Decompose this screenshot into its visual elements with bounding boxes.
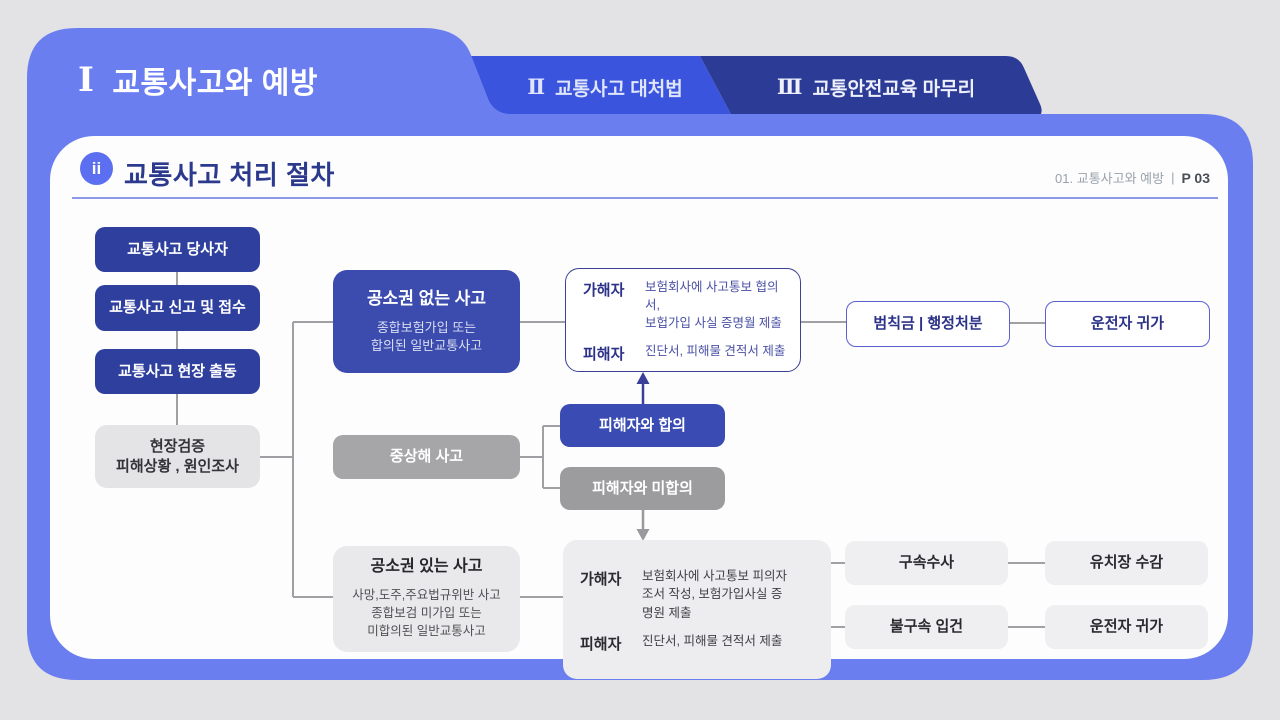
flow-step-parties: 교통사고 당사자 — [95, 227, 260, 272]
tab3-label-text: 교통안전교육 마무리 — [812, 78, 976, 100]
tab2-shape — [452, 56, 733, 118]
tab3-numeral: Ⅲ — [776, 75, 803, 99]
page-meta: 01. 교통사고와 예방 | P 03 — [1055, 168, 1210, 187]
offender-text: 보험회사에 사고통보 협의서, 보헙가입 사실 증명월 제출 — [645, 279, 782, 331]
page-number: P 03 — [1181, 169, 1210, 186]
page-title: 교통사고 처리 절차 — [124, 160, 335, 190]
flow-custody-investigation: 구속수사 — [845, 541, 1008, 585]
flow-driver-home-top: 운전자 귀가 — [1045, 301, 1210, 347]
offender-text: 보험회사에 사고통보 피의자 조서 작성, 보험가입사실 증 명원 제출 — [642, 569, 787, 620]
inspection-line1: 현장검증 — [149, 438, 206, 455]
flow-prosecution-accident: 공소권 있는 사고 사망,도주,주요법규위반 사고 종합보검 미가입 또는 미합… — [333, 546, 520, 652]
victim-row: 피해자 진단서, 피해물 견적서 제출 — [583, 342, 786, 364]
inspection-line2: 피해상황 , 원인조사 — [116, 457, 239, 475]
section-badge: ii — [80, 152, 113, 185]
title-divider-line — [72, 197, 1218, 199]
no-prosecution-desc: 종합보험가입 또는 합의된 일반교통사고 — [370, 319, 483, 354]
flow-step-dispatch: 교통사고 현장 출동 — [95, 349, 260, 394]
no-prosecution-title: 공소권 없는 사고 — [367, 288, 486, 308]
offender-row: 가해자 보험회사에 사고통보 피의자 조서 작성, 보험가입사실 증 명원 제출 — [580, 567, 817, 621]
victim-text: 진단서, 피해물 견적서 제출 — [645, 344, 786, 359]
flow-victim-agreement: 피해자와 합의 — [560, 404, 725, 447]
victim-text: 진단서, 피해물 견적서 제출 — [642, 633, 783, 648]
meta-section: 01. 교통사고와 예방 — [1055, 171, 1165, 186]
flow-step-report: 교통사고 신고 및 접수 — [95, 285, 260, 331]
tab1-label-text: 교통사고와 예방 — [112, 67, 318, 100]
flow-fine-admin: 범칙금 | 행정처분 — [846, 301, 1010, 347]
flow-jail: 유치장 수감 — [1045, 541, 1208, 585]
meta-divider: | — [1171, 170, 1175, 185]
flow-driver-home-bottom: 운전자 귀가 — [1045, 605, 1208, 649]
victim-label: 피해자 — [580, 635, 622, 653]
tab1-numeral: Ⅰ — [78, 62, 95, 99]
tab-accidents-prevention[interactable]: Ⅰ 교통사고와 예방 — [78, 56, 418, 104]
flow-no-prosecution-accident: 공소권 없는 사고 종합보험가입 또는 합의된 일반교통사고 — [333, 270, 520, 373]
victim-label: 피해자 — [583, 346, 625, 364]
prosecution-desc: 사망,도주,주요법규위반 사고 종합보검 미가입 또는 미합의된 일반교통사고 — [352, 588, 501, 639]
flow-no-custody: 불구속 입건 — [845, 605, 1008, 649]
flow-serious-injury: 중상해 사고 — [333, 435, 520, 479]
offender-label: 가해자 — [583, 281, 625, 299]
victim-row: 피해자 진단서, 피해물 견적서 제출 — [580, 632, 817, 654]
tab-education-wrapup[interactable]: Ⅲ 교통안전교육 마무리 — [766, 74, 986, 100]
offender-label: 가해자 — [580, 571, 622, 589]
detail-box-prosecution: 가해자 보험회사에 사고통보 피의자 조서 작성, 보험가입사실 증 명원 제출… — [563, 540, 831, 679]
offender-row: 가해자 보험회사에 사고통보 협의서, 보헙가입 사실 증명월 제출 — [583, 278, 786, 332]
flow-victim-no-agreement: 피해자와 미합의 — [560, 467, 725, 510]
tab3-shape — [700, 56, 1042, 118]
tab-accident-response[interactable]: Ⅱ 교통사고 대처법 — [495, 74, 715, 100]
tab2-label-text: 교통사고 대처법 — [555, 78, 683, 100]
prosecution-title: 공소권 있는 사고 — [370, 558, 483, 576]
detail-box-no-prosecution: 가해자 보험회사에 사고통보 협의서, 보헙가입 사실 증명월 제출 피해자 진… — [565, 268, 801, 372]
tab2-numeral: Ⅱ — [527, 75, 546, 99]
flow-step-inspection: 현장검증 피해상황 , 원인조사 — [95, 425, 260, 488]
